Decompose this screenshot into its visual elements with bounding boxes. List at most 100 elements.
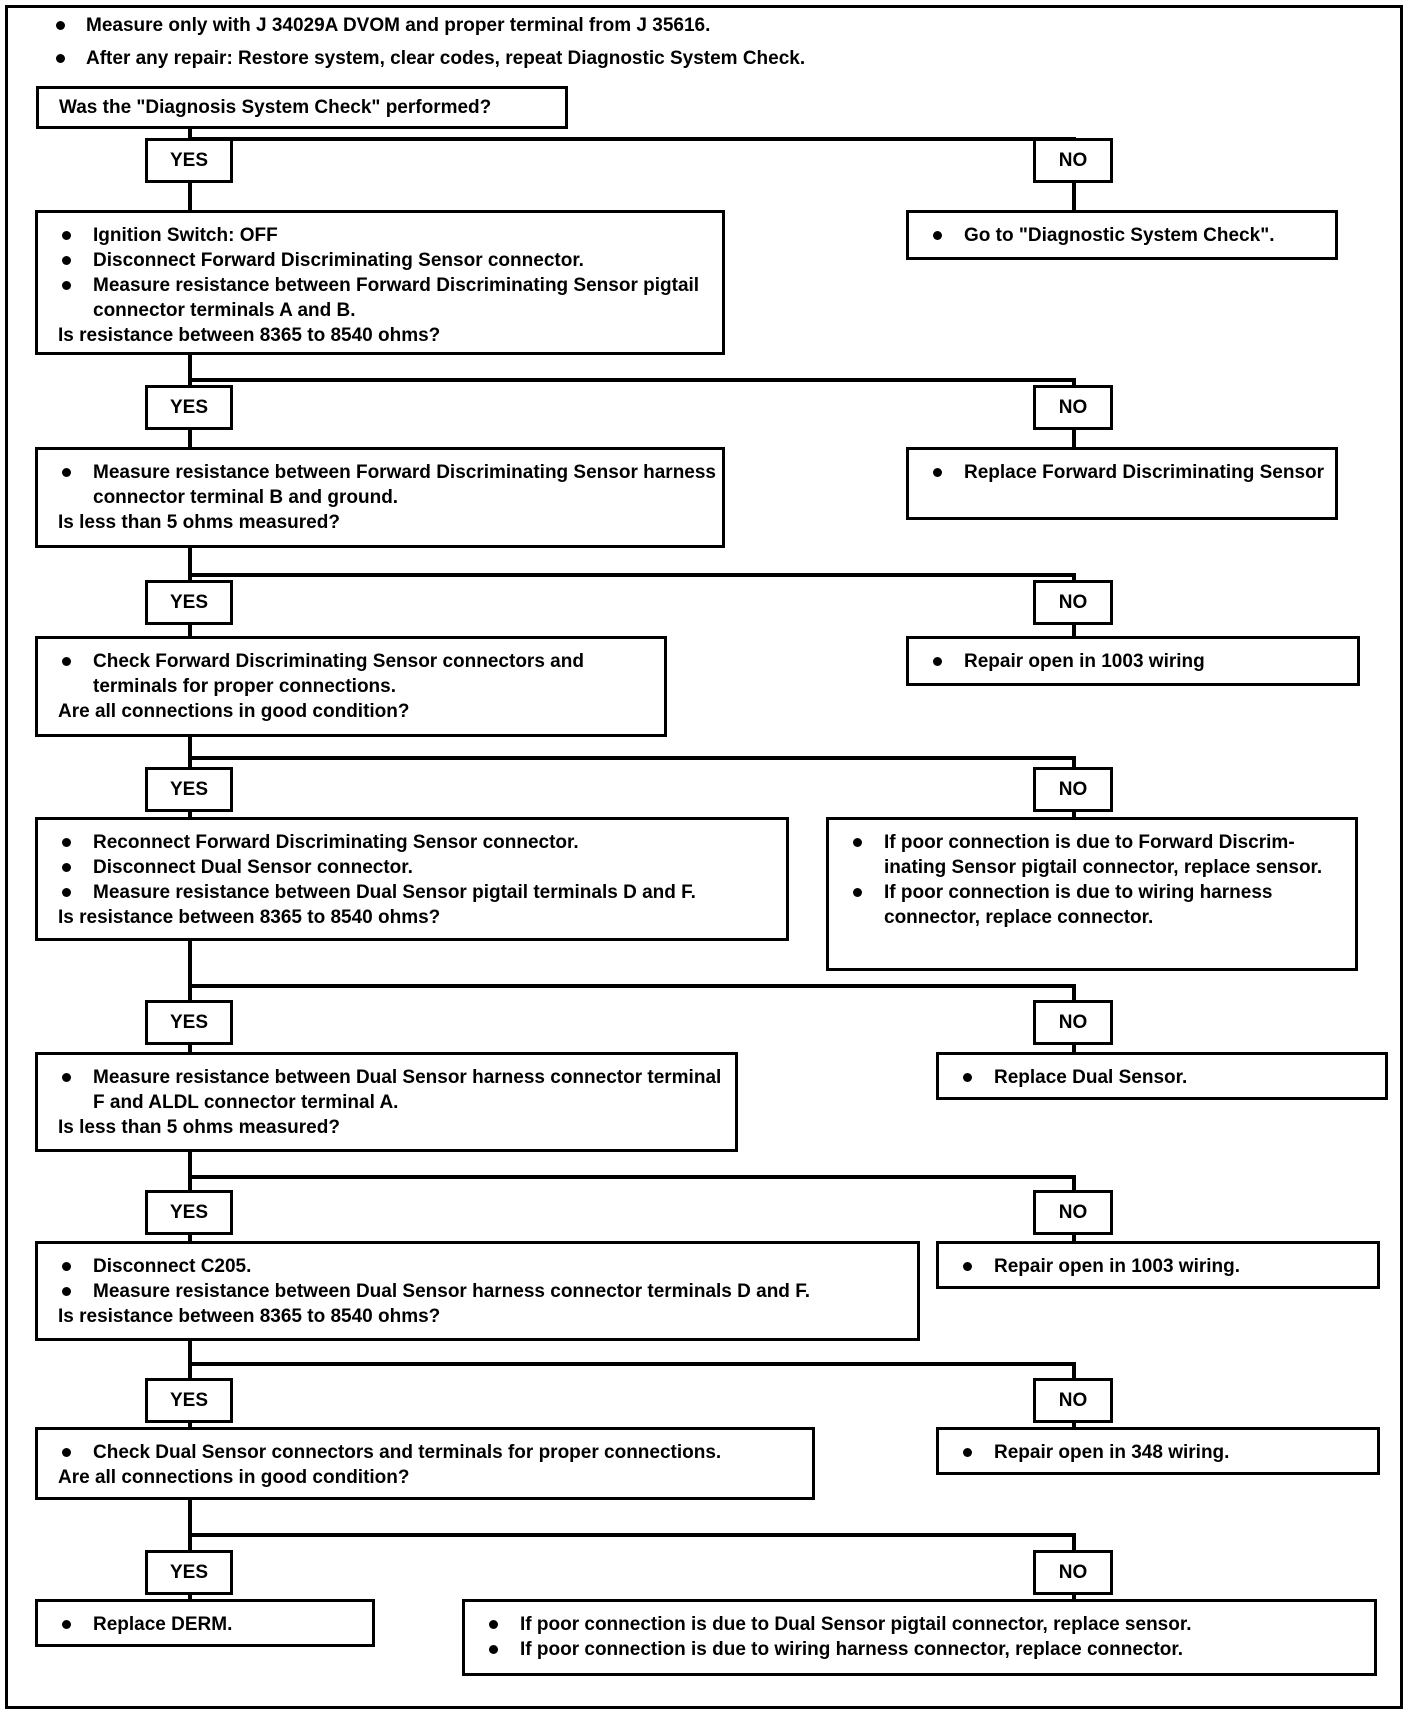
action-item: Disconnect C205. <box>38 1254 917 1279</box>
action-item: Measure resistance between Dual Sensor p… <box>38 880 786 905</box>
action-item: If poor connection is due to Forward Dis… <box>829 830 1355 880</box>
action-item: Ignition Switch: OFF <box>38 223 722 248</box>
note-text: After any repair: Restore system, clear … <box>86 48 806 69</box>
yes-label: YES <box>145 1190 233 1235</box>
action-text: Disconnect Forward Discriminating Sensor… <box>93 250 584 271</box>
no-label: NO <box>1033 580 1113 625</box>
yes-action-box: Reconnect Forward Discriminating Sensor … <box>35 817 789 941</box>
yes-text: YES <box>169 149 209 171</box>
yes-label: YES <box>145 1550 233 1595</box>
no-text: NO <box>1058 1201 1088 1223</box>
connector-line <box>188 378 1076 382</box>
no-text: NO <box>1058 591 1088 613</box>
no-text: NO <box>1058 396 1088 418</box>
yes-label: YES <box>145 580 233 625</box>
bullet-icon <box>62 1287 71 1296</box>
yes-label: YES <box>145 767 233 812</box>
bullet-icon <box>62 1620 71 1629</box>
bullet-icon <box>62 888 71 897</box>
connector-line <box>188 1152 192 1175</box>
yes-text: YES <box>169 1011 209 1033</box>
action-text: If poor connection is due to Dual Sensor… <box>520 1614 1192 1635</box>
action-item: Disconnect Dual Sensor connector. <box>38 855 786 880</box>
no-label: NO <box>1033 1000 1113 1045</box>
action-text: Reconnect Forward Discriminating Sensor … <box>93 832 579 853</box>
question-text: Is less than 5 ohms measured? <box>58 512 340 533</box>
connector-line <box>188 1500 192 1533</box>
action-item: Measure resistance between Forward Discr… <box>38 273 722 323</box>
question-text: Are all connections in good condition? <box>58 1467 410 1488</box>
action-item: Replace Forward Discriminating Sensor <box>909 460 1335 485</box>
connector-line <box>188 941 192 984</box>
bullet-icon <box>963 1448 972 1457</box>
action-item: Measure resistance between Dual Sensor h… <box>38 1065 735 1115</box>
action-text: Repair open in 1003 wiring. <box>994 1256 1241 1277</box>
no-label: NO <box>1033 1550 1113 1595</box>
bullet-icon <box>62 838 71 847</box>
start-question: Was the "Diagnosis System Check" perform… <box>59 97 492 118</box>
action-item: Disconnect Forward Discriminating Sensor… <box>38 248 722 273</box>
action-text: Measure resistance between Forward Discr… <box>93 462 717 508</box>
action-text: If poor connection is due to wiring harn… <box>520 1639 1184 1660</box>
action-text: Repair open in 1003 wiring <box>964 651 1205 672</box>
action-text: Repair open in 348 wiring. <box>994 1442 1230 1463</box>
yes-action-box: Replace DERM. <box>35 1599 375 1647</box>
action-text: Disconnect C205. <box>93 1256 252 1277</box>
action-text: Go to "Diagnostic System Check". <box>964 225 1275 246</box>
bullet-icon <box>62 1448 71 1457</box>
no-label: NO <box>1033 767 1113 812</box>
bullet-icon <box>62 1073 71 1082</box>
bullet-icon <box>62 863 71 872</box>
no-action-box: Repair open in 1003 wiring. <box>936 1241 1380 1289</box>
no-text: NO <box>1058 778 1088 800</box>
no-action-box: Replace Dual Sensor. <box>936 1052 1388 1100</box>
question-text: Is resistance between 8365 to 8540 ohms? <box>58 907 441 928</box>
yes-label: YES <box>145 1000 233 1045</box>
yes-text: YES <box>169 591 209 613</box>
yes-action-box: Ignition Switch: OFF Disconnect Forward D… <box>35 210 725 355</box>
action-item: If poor connection is due to Dual Sensor… <box>465 1612 1374 1637</box>
action-text: Ignition Switch: OFF <box>93 225 278 246</box>
page-frame <box>5 5 1403 1709</box>
yes-text: YES <box>169 396 209 418</box>
bullet-icon <box>62 281 71 290</box>
connector-line <box>188 573 1076 577</box>
yes-action-box: Measure resistance between Dual Sensor h… <box>35 1052 738 1152</box>
action-item: Check Forward Discriminating Sensor conn… <box>38 649 664 699</box>
connector-line <box>188 129 192 139</box>
yes-action-box: Check Forward Discriminating Sensor conn… <box>35 636 667 737</box>
yes-action-box: Disconnect C205.Measure resistance betwe… <box>35 1241 920 1341</box>
question-text: Are all connections in good condition? <box>58 701 410 722</box>
connector-line <box>188 355 192 378</box>
action-text: Measure resistance between Dual Sensor h… <box>93 1067 722 1113</box>
action-item: Measure resistance between Forward Discr… <box>38 460 722 510</box>
connector-line <box>188 1175 1076 1179</box>
question-text: Is resistance between 8365 to 8540 ohms? <box>58 1306 441 1327</box>
action-text: Measure resistance between Forward Discr… <box>93 275 700 321</box>
no-text: NO <box>1058 1389 1088 1411</box>
action-item: If poor connection is due to wiring harn… <box>465 1637 1374 1662</box>
connector-line <box>188 737 192 756</box>
bullet-icon <box>489 1645 498 1654</box>
no-label: NO <box>1033 138 1113 183</box>
action-item: Go to "Diagnostic System Check". <box>909 223 1335 248</box>
yes-label: YES <box>145 138 233 183</box>
action-item: Check Dual Sensor connectors and termina… <box>38 1440 812 1465</box>
no-label: NO <box>1033 1190 1113 1235</box>
action-item: Repair open in 1003 wiring. <box>939 1254 1377 1279</box>
bullet-icon <box>56 21 65 30</box>
bullet-icon <box>62 231 71 240</box>
no-action-box: Repair open in 348 wiring. <box>936 1427 1380 1475</box>
action-item: Replace DERM. <box>38 1612 372 1637</box>
yes-label: YES <box>145 1378 233 1423</box>
no-action-box: Replace Forward Discriminating Sensor <box>906 447 1338 520</box>
action-text: If poor connection is due to Forward Dis… <box>884 832 1323 878</box>
action-text: Disconnect Dual Sensor connector. <box>93 857 413 878</box>
connector-line <box>188 1533 1076 1537</box>
bullet-icon <box>933 231 942 240</box>
bullet-icon <box>62 468 71 477</box>
action-text: Replace DERM. <box>93 1614 233 1635</box>
question-text: Is resistance between 8365 to 8540 ohms? <box>58 325 441 346</box>
connector-line <box>188 1362 1076 1366</box>
action-text: If poor connection is due to wiring harn… <box>884 882 1273 928</box>
